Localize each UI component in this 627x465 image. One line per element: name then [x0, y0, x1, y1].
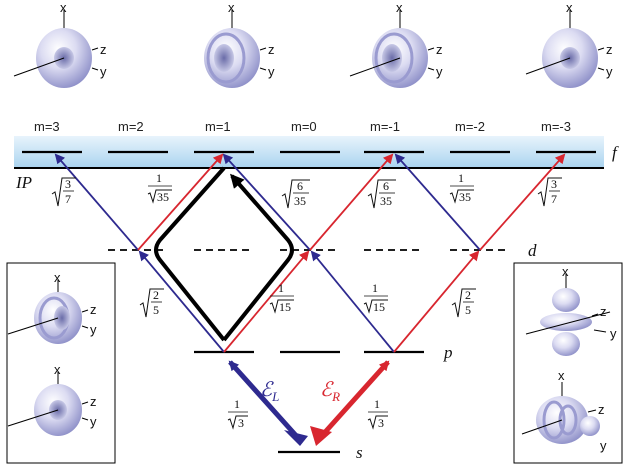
svg-text:y: y [606, 64, 613, 79]
coef-inv-sqrt3-right: 1 3 [367, 397, 388, 430]
svg-text:x: x [566, 0, 573, 15]
level-label-ip: IP [15, 173, 32, 192]
coefficients: 3 7 1 35 6 35 6 35 1 35 [51, 171, 562, 430]
level-label-s: s [356, 443, 363, 462]
svg-text:x: x [60, 0, 67, 15]
level-label-f: f [612, 143, 619, 162]
svg-text:15: 15 [373, 300, 385, 314]
svg-text:x: x [228, 0, 235, 15]
m-label: m=3 [34, 119, 60, 134]
svg-text:y: y [100, 64, 107, 79]
svg-text:z: z [600, 304, 607, 319]
svg-text:7: 7 [65, 192, 71, 206]
svg-text:z: z [268, 42, 275, 57]
arrow-left-polarization [228, 360, 302, 442]
orbital-d-left-bottom-icon: x z y [7, 362, 97, 436]
level-label-d: d [528, 241, 537, 260]
svg-text:1: 1 [278, 281, 284, 295]
svg-text:35: 35 [380, 194, 392, 208]
svg-text:z: z [606, 42, 613, 57]
svg-text:35: 35 [157, 190, 169, 204]
m-label: m=-1 [370, 119, 400, 134]
svg-text:y: y [610, 326, 617, 341]
coef-sqrt-6-35-right: 6 35 [367, 179, 396, 209]
coef-inv-sqrt3-left: 1 3 [227, 397, 248, 430]
svg-text:1: 1 [156, 171, 162, 185]
svg-text:15: 15 [279, 300, 291, 314]
m-label: m=0 [291, 119, 317, 134]
orbital-d-left-top-icon: x z y [7, 270, 97, 344]
svg-text:3: 3 [65, 177, 71, 191]
orbital-f-m3-icon: x z y [13, 0, 107, 88]
orbital-f-m-1-icon: x z y [349, 0, 443, 88]
epsilon-right: ℰR [320, 379, 340, 404]
svg-text:7: 7 [551, 192, 557, 206]
svg-text:6: 6 [297, 179, 303, 193]
coef-inv-sqrt35-right: 1 35 [449, 171, 474, 204]
svg-text:35: 35 [459, 190, 471, 204]
left-inset-panel: x z y x z y [6, 262, 116, 464]
coef-sqrt-3-7-right: 3 7 [537, 177, 562, 207]
svg-text:35: 35 [294, 194, 306, 208]
level-label-p: p [443, 343, 453, 362]
svg-text:3: 3 [378, 416, 384, 430]
svg-text:2: 2 [153, 288, 159, 302]
svg-text:y: y [90, 322, 97, 337]
svg-text:1: 1 [458, 171, 464, 185]
svg-text:y: y [600, 438, 607, 453]
svg-text:y: y [436, 64, 443, 79]
red-transitions [137, 153, 566, 353]
m-labels: m=3 m=2 m=1 m=0 m=-1 m=-2 m=-3 [34, 119, 571, 134]
coef-inv-sqrt15-left: 1 15 [269, 281, 294, 314]
orbital-f-m1-icon: x z y [204, 0, 275, 88]
svg-text:x: x [54, 270, 61, 285]
arrow-right-polarization [316, 360, 390, 442]
m-label: m=-3 [541, 119, 571, 134]
coef-inv-sqrt35-left: 1 35 [147, 171, 172, 204]
svg-text:z: z [598, 402, 605, 417]
svg-text:z: z [436, 42, 443, 57]
orbital-f-m-3-icon: x z y [525, 0, 613, 88]
svg-text:x: x [396, 0, 403, 15]
orbital-d-right-top-icon: x z y [525, 264, 617, 356]
m-label: m=-2 [455, 119, 485, 134]
svg-text:z: z [100, 42, 107, 57]
coef-inv-sqrt15-right: 1 15 [363, 281, 388, 314]
orbital-d-right-bottom-icon: x z y [521, 368, 607, 453]
svg-text:y: y [268, 64, 275, 79]
svg-text:1: 1 [372, 281, 378, 295]
coef-sqrt-3-7-left: 3 7 [51, 177, 76, 207]
interference-loop [154, 168, 294, 342]
arrowhead-left-base [284, 430, 308, 446]
svg-text:x: x [558, 368, 565, 383]
svg-text:5: 5 [465, 303, 471, 317]
svg-text:1: 1 [234, 397, 240, 411]
m-label: m=2 [118, 119, 144, 134]
right-inset-panel: x z y x z y [513, 262, 623, 464]
svg-text:y: y [90, 414, 97, 429]
svg-text:z: z [90, 302, 97, 317]
svg-text:3: 3 [551, 177, 557, 191]
svg-text:x: x [54, 362, 61, 377]
blue-transitions [54, 153, 481, 353]
svg-text:5: 5 [153, 303, 159, 317]
svg-text:3: 3 [238, 416, 244, 430]
epsilon-left: ℰL [260, 379, 279, 404]
svg-text:1: 1 [374, 397, 380, 411]
m-label: m=1 [205, 119, 231, 134]
coef-sqrt-6-35-center: 6 35 [281, 179, 310, 209]
coef-sqrt-2-5-left: 2 5 [139, 288, 164, 318]
arrowhead-right-base [310, 426, 332, 446]
svg-text:z: z [90, 394, 97, 409]
svg-text:x: x [562, 264, 569, 279]
coef-sqrt-2-5-right: 2 5 [451, 288, 476, 318]
svg-text:6: 6 [383, 179, 389, 193]
svg-text:2: 2 [465, 288, 471, 302]
